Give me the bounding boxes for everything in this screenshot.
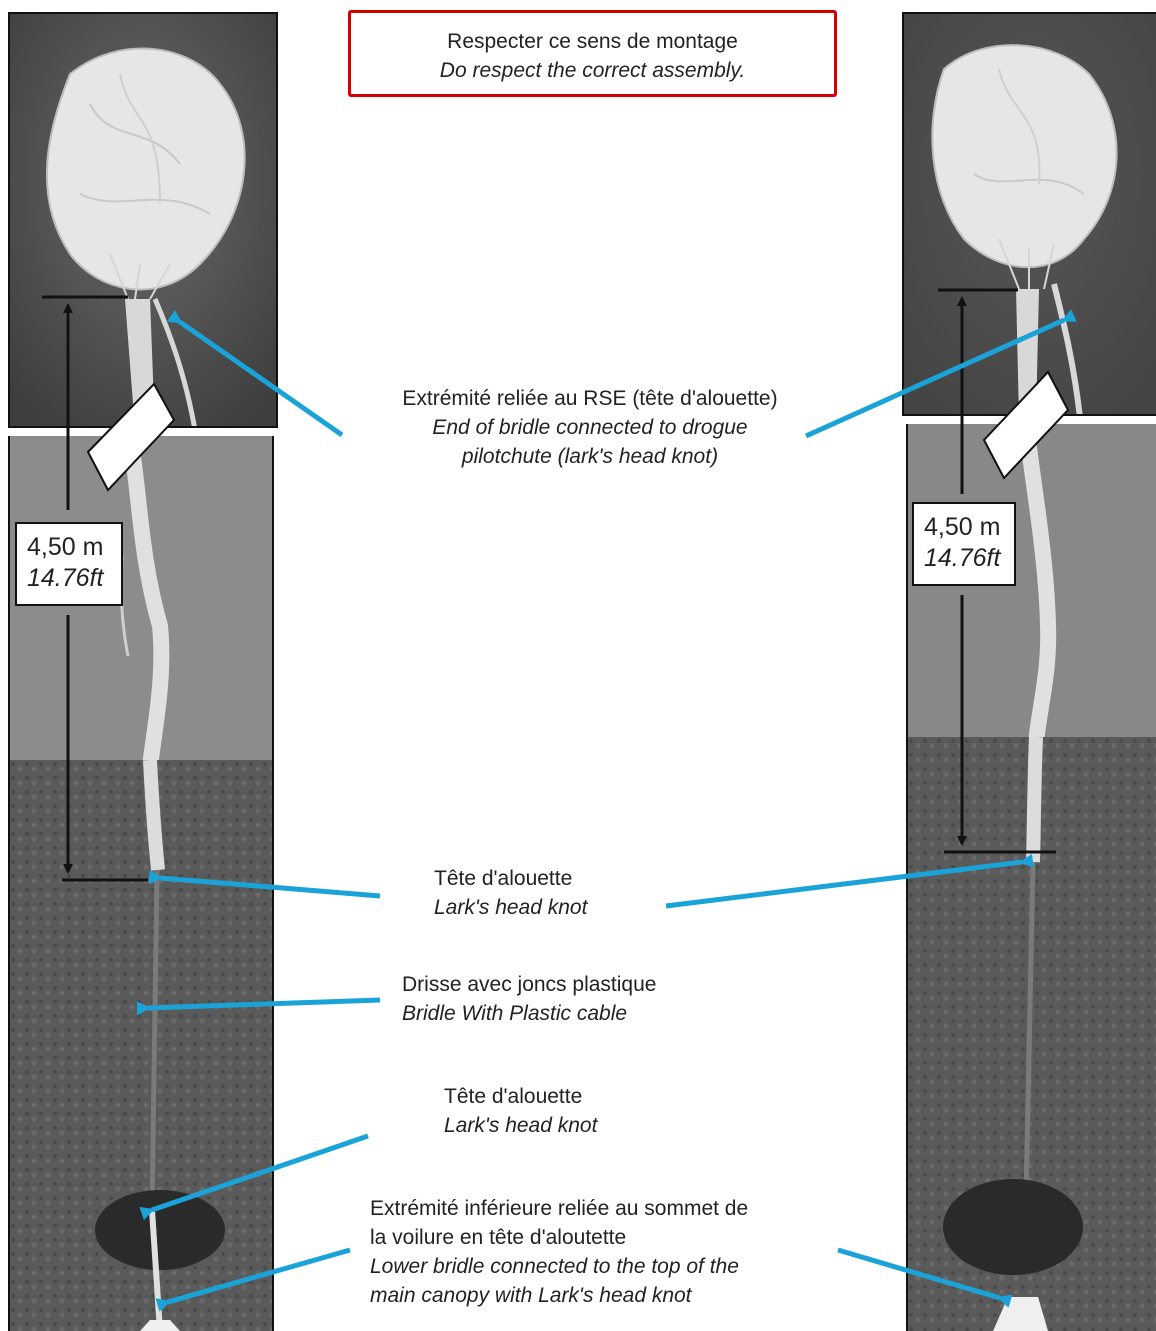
- callout-fr: Tête d'alouette: [434, 867, 573, 890]
- callout-en-2: pilotchute (lark's head knot): [461, 445, 719, 468]
- callout-en-1: End of bridle connected to drogue: [432, 416, 748, 439]
- notice-en: Do respect the correct assembly.: [439, 59, 746, 82]
- callout-en-2: main canopy with Lark's head knot: [370, 1284, 692, 1307]
- callout-rse-end: Extrémité reliée au RSE (tête d'alouette…: [340, 384, 840, 471]
- callout-lark-head-1: Tête d'alouette Lark's head knot: [434, 864, 587, 922]
- callout-fr: Tête d'alouette: [444, 1085, 583, 1108]
- length-imperial: 14.76ft: [27, 564, 104, 592]
- callout-fr: Drisse avec joncs plastique: [402, 973, 657, 996]
- length-imperial: 14.76ft: [924, 544, 1001, 572]
- left-photo-bottom: [8, 760, 274, 1331]
- callout-lower-end: Extrémité inférieure reliée au sommet de…: [370, 1194, 748, 1310]
- length-metric: 4,50 m: [27, 533, 104, 561]
- callout-bridle: Drisse avec joncs plastique Bridle With …: [402, 970, 656, 1028]
- length-label-left: 4,50 m 14.76ft: [15, 522, 123, 606]
- length-label-right: 4,50 m 14.76ft: [912, 502, 1016, 586]
- right-photo-bottom: [906, 737, 1156, 1331]
- drogue-canopy-left: [45, 47, 246, 291]
- callout-fr: Extrémité reliée au RSE (tête d'alouette…: [402, 387, 778, 410]
- left-photo-top: [8, 12, 278, 428]
- callout-en: Lark's head knot: [444, 1114, 598, 1137]
- length-metric: 4,50 m: [924, 513, 1001, 541]
- callout-en: Lark's head knot: [434, 896, 588, 919]
- callout-fr-2: la voilure en tête d'aloutette: [370, 1226, 627, 1249]
- callout-en: Bridle With Plastic cable: [402, 1002, 628, 1025]
- notice-fr: Respecter ce sens de montage: [447, 30, 738, 53]
- callout-fr-1: Extrémité inférieure reliée au sommet de: [370, 1197, 749, 1220]
- assembly-notice: Respecter ce sens de montage Do respect …: [348, 10, 837, 97]
- callout-lark-head-2: Tête d'alouette Lark's head knot: [444, 1082, 597, 1140]
- callout-en-1: Lower bridle connected to the top of the: [370, 1255, 739, 1278]
- right-photo-top: [902, 12, 1156, 416]
